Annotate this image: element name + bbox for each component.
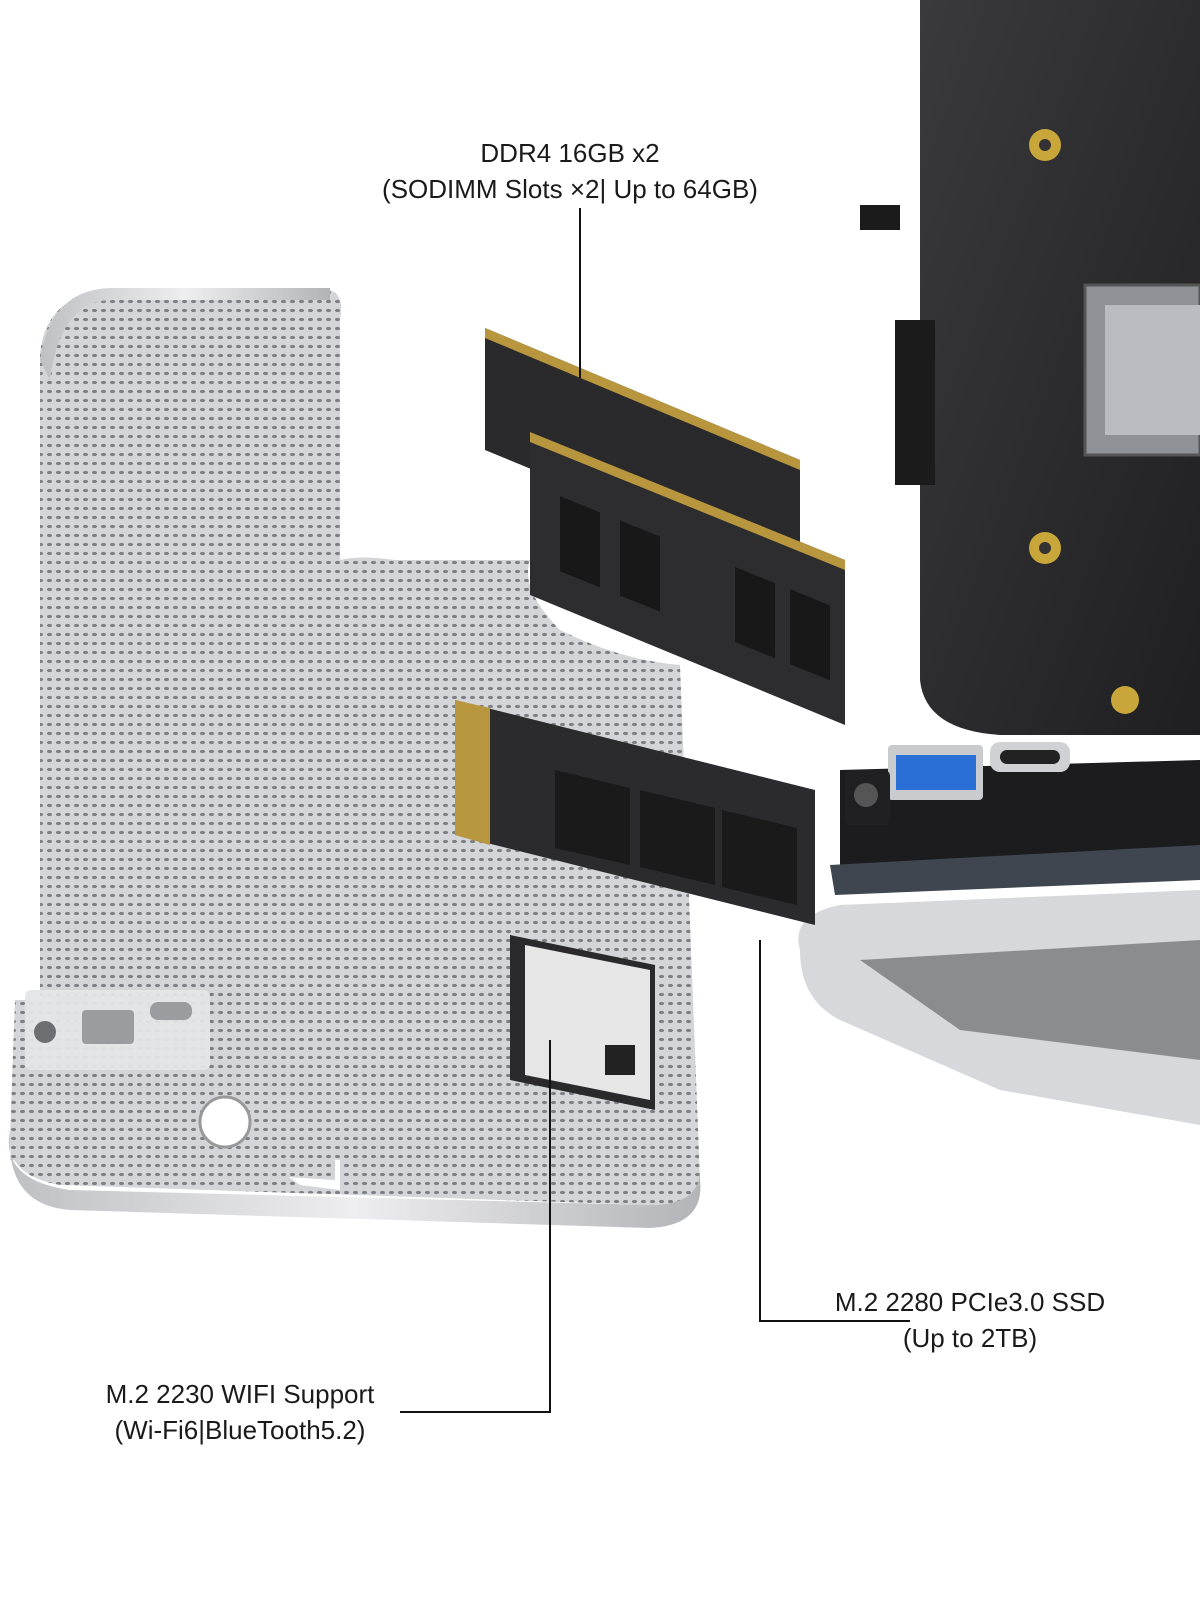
wifi-callout-line1: M.2 2230 WIFI Support: [105, 1379, 375, 1409]
ram-callout-line1: DDR4 16GB x2: [480, 138, 660, 168]
usb-ss-icon: [82, 1010, 134, 1044]
usb-port-icon: [896, 755, 976, 790]
wifi-callout-line2: (Wi-Fi6|BlueTooth5.2): [114, 1415, 366, 1445]
ssd-callout-line1: M.2 2280 PCIe3.0 SSD: [834, 1287, 1106, 1317]
ssd-leader-line: [759, 940, 910, 1322]
headphone-jack-icon: [34, 1021, 56, 1043]
ram-callout: DDR4 16GB x2 (SODIMM Slots ×2| Up to 64G…: [360, 135, 780, 207]
usb-c-icon: [150, 1002, 192, 1020]
ssd-callout: M.2 2280 PCIe3.0 SSD (Up to 2TB): [820, 1284, 1120, 1356]
motherboard: [860, 0, 1200, 735]
ssd-callout-line2: (Up to 2TB): [902, 1323, 1038, 1353]
ssd-module: [455, 700, 815, 925]
ram-callout-line2: (SODIMM Slots ×2| Up to 64GB): [382, 174, 758, 204]
wifi-card: [510, 935, 655, 1110]
wifi-callout: M.2 2230 WIFI Support (Wi-Fi6|BlueTooth5…: [80, 1376, 400, 1448]
wifi-leader-line: [400, 1040, 551, 1413]
io-board: [830, 742, 1200, 895]
bottom-tray: [798, 890, 1200, 1125]
power-button: [198, 1095, 252, 1149]
ram-modules: [485, 328, 845, 725]
